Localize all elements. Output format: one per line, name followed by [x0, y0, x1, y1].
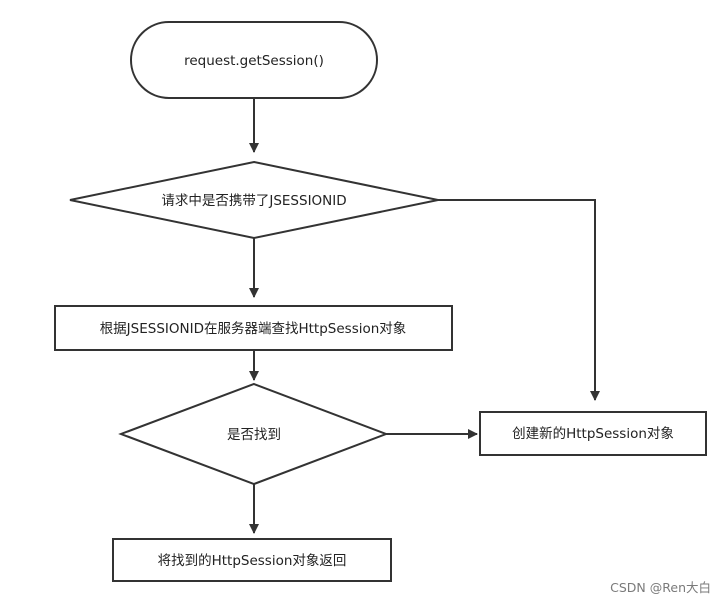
start-node: request.getSession(): [130, 21, 378, 99]
watermark: CSDN @Ren大白: [610, 580, 711, 595]
decision-has-jsessionid-label: 请求中是否携带了JSESSIONID: [161, 193, 346, 209]
decision-found-label: 是否找到: [227, 427, 281, 443]
edge-decision-to-create: [438, 199, 600, 401]
start-label: request.getSession(): [184, 53, 324, 69]
create-new-node: 创建新的HttpSession对象: [479, 411, 707, 456]
lookup-label: 根据JSESSIONID在服务器端查找HttpSession对象: [100, 321, 407, 337]
lookup-shape: [54, 305, 453, 351]
decision-found-shape: [118, 382, 389, 486]
create-new-label: 创建新的HttpSession对象: [512, 426, 674, 442]
decision-has-jsessionid-shape: [69, 160, 439, 240]
return-found-node: 将找到的HttpSession对象返回: [112, 538, 392, 582]
connectors: [249, 99, 600, 534]
decision-has-jsessionid: 请求中是否携带了JSESSIONID: [69, 160, 439, 240]
decision-found: 是否找到: [118, 382, 389, 486]
return-found-shape: [112, 538, 392, 582]
return-found-label: 将找到的HttpSession对象返回: [158, 553, 347, 569]
create-new-shape: [479, 411, 707, 456]
lookup-node: 根据JSESSIONID在服务器端查找HttpSession对象: [54, 305, 453, 351]
start-shape: [130, 21, 378, 99]
